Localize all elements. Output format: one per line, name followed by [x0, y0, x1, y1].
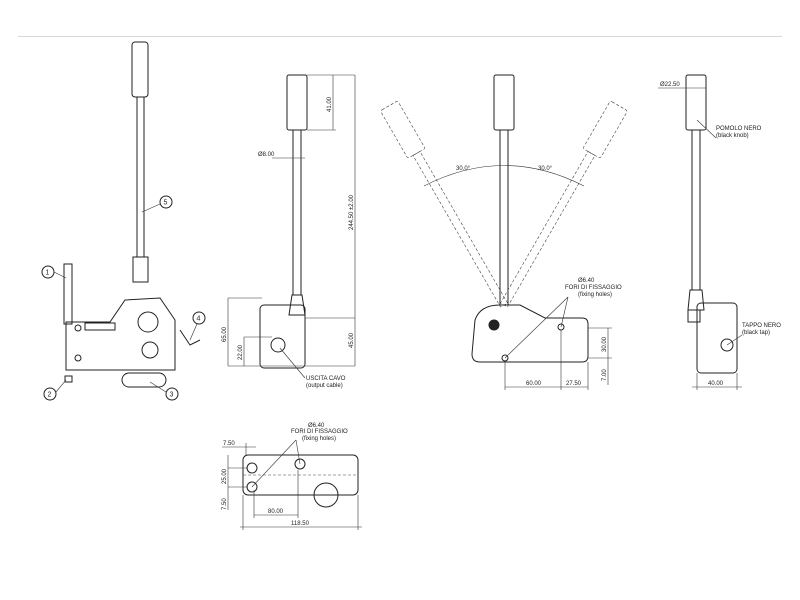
lever-right-position	[500, 101, 628, 308]
dim-width-27: 27.50	[566, 381, 582, 387]
dim-height-7: 7.00	[602, 369, 608, 381]
bolt	[63, 263, 73, 325]
dim-knob-dia: Ø22.50	[660, 82, 680, 88]
nut	[64, 375, 73, 383]
lever-shaft	[691, 129, 701, 291]
base-body	[471, 304, 589, 363]
lever-shaft	[292, 129, 302, 296]
cable-output-label-en: (output cable)	[306, 383, 343, 389]
fixing-holes-label-en: (fixing holes)	[302, 436, 336, 442]
dim-hole-spacing: 25.00	[222, 468, 228, 484]
dim-cable-height: 22.00	[238, 344, 244, 360]
end-view: Ø22.50 POMOLO NERO (black knob) TAPPO NE…	[658, 74, 781, 390]
side-view: 41.00 244.50 ±2.00 45.00 Ø8.00 65.00 22.…	[222, 74, 356, 389]
fixing-holes-label-en: (fixing holes)	[578, 292, 612, 298]
front-view: 30.0° 30.0° Ø6.40 FORI DI FISSAGGIO (fix…	[380, 74, 628, 390]
tap-label: TAPPO NERO	[742, 323, 781, 329]
knob	[131, 41, 149, 98]
exploded-view: 1 2 3 4 5	[41, 41, 206, 401]
dim-height-30: 30.00	[602, 336, 608, 352]
top-view: Ø6.40 FORI DI FISSAGGIO (fixing holes) 7…	[222, 423, 362, 530]
balloon-4-label: 4	[197, 316, 201, 323]
balloon-1: 1	[41, 265, 67, 279]
dim-hole-dia: Ø6.40	[578, 278, 595, 284]
cable-outlet	[313, 482, 339, 508]
knob-label-en: (black knob)	[716, 133, 749, 139]
lever-shaft-center	[499, 129, 509, 306]
dim-pivot-height: 45.00	[349, 332, 355, 348]
balloon-3-label: 3	[170, 392, 174, 399]
dim-total-height: 244.50 ±2.00	[349, 194, 355, 230]
balloon-5: 5	[141, 195, 173, 213]
tap-label-en: (black tap)	[742, 330, 770, 336]
lever-collar	[132, 256, 149, 283]
balloon-3: 3	[149, 381, 179, 401]
dim-hole-distance: 80.00	[268, 509, 284, 515]
fixing-holes-label: FORI DI FISSAGGIO	[291, 429, 348, 435]
spring-clip	[179, 329, 201, 346]
dim-angle-right: 30.0°	[538, 166, 553, 172]
dim-width: 40.00	[708, 381, 724, 387]
dim-hole-dia: Ø6.40	[308, 423, 325, 429]
page-border-line	[18, 36, 782, 37]
lever-left-position	[380, 101, 508, 308]
knob-center	[493, 74, 515, 131]
balloon-1-label: 1	[46, 270, 50, 277]
knob-label: POMOLO NERO	[716, 126, 762, 132]
lever-shaft	[136, 96, 145, 258]
dim-width-60: 60.00	[526, 381, 542, 387]
balloon-2: 2	[43, 379, 67, 401]
dim-knob-length: 41.00	[327, 96, 333, 112]
base-body	[696, 302, 738, 374]
cable-clamp	[121, 372, 167, 388]
balloon-5-label: 5	[164, 200, 168, 207]
base-body	[65, 297, 176, 371]
dim-offset-bottom: 7.50	[222, 498, 228, 510]
fixing-holes-label: FORI DI FISSAGGIO	[565, 285, 622, 291]
dim-angle-left: 30.0°	[456, 166, 471, 172]
knob	[685, 74, 707, 131]
dim-base-height: 65.00	[222, 326, 228, 342]
dim-offset-top: 7.50	[223, 441, 235, 447]
dim-total-length: 118.50	[291, 521, 310, 527]
cable-output-label: USCITA CAVO	[306, 376, 346, 382]
knob	[286, 74, 308, 131]
balloon-4: 4	[189, 311, 206, 341]
base-body	[259, 304, 306, 369]
dim-shaft-dia: Ø8.00	[258, 152, 275, 158]
balloon-2-label: 2	[48, 392, 52, 399]
angle-arc	[423, 165, 585, 187]
